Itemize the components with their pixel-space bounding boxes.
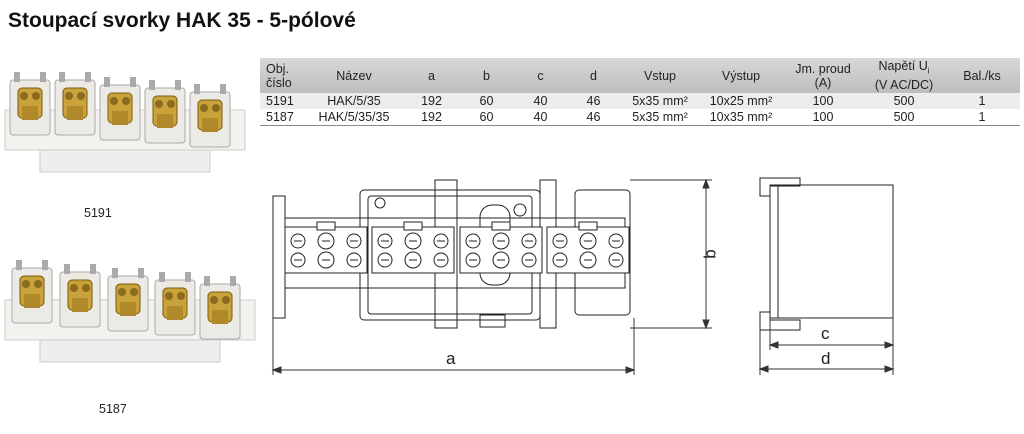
cell-b: 60	[459, 93, 514, 109]
cell-vstup: 5x35 mm²	[620, 93, 700, 109]
col-c: c	[514, 58, 567, 93]
dimension-b-label: b	[700, 249, 720, 259]
col-napeti: Napětí Ui (V AC/DC)	[864, 58, 944, 93]
product-label-5187: 5187	[99, 402, 127, 416]
cell-nazev: HAK/5/35/35	[304, 109, 404, 126]
cell-napeti: 500	[864, 93, 944, 109]
cell-d: 46	[567, 93, 620, 109]
col-b: b	[459, 58, 514, 93]
col-proud: Jm. proud(A)	[782, 58, 864, 93]
cell-vstup: 5x35 mm²	[620, 109, 700, 126]
side-view-drawing	[759, 177, 894, 331]
cell-proud: 100	[782, 93, 864, 109]
dimension-d-label: d	[821, 349, 831, 368]
product-label-5191: 5191	[84, 206, 112, 220]
cell-proud: 100	[782, 109, 864, 126]
cell-bal: 1	[944, 109, 1020, 126]
table-row: 5187 HAK/5/35/35 192 60 40 46 5x35 mm² 1…	[260, 109, 1020, 126]
table-header: Obj.číslo Název a b c d Vstup Výstup Jm.…	[260, 58, 1020, 93]
product-photo-5187	[4, 259, 256, 363]
header-text: Napětí U	[878, 58, 928, 73]
header-subscript: i	[927, 66, 930, 76]
cell-obj: 5191	[260, 93, 304, 109]
cell-d: 46	[567, 109, 620, 126]
product-photo-5191	[4, 71, 246, 173]
dimension-a-label: a	[446, 349, 456, 368]
cell-vystup: 10x25 mm²	[700, 93, 782, 109]
cell-napeti: 500	[864, 109, 944, 126]
header-text: Jm. proud	[795, 61, 851, 76]
cell-a: 192	[404, 93, 459, 109]
front-view-drawing	[272, 179, 631, 329]
table-row: 5191 HAK/5/35 192 60 40 46 5x35 mm² 10x2…	[260, 93, 1020, 109]
spec-table: Obj.číslo Název a b c d Vstup Výstup Jm.…	[260, 58, 1020, 126]
page-title: Stoupací svorky HAK 35 - 5-pólové	[8, 9, 356, 32]
cell-c: 40	[514, 109, 567, 126]
cell-vystup: 10x35 mm²	[700, 109, 782, 126]
cell-bal: 1	[944, 93, 1020, 109]
col-d: d	[567, 58, 620, 93]
col-vstup: Vstup	[620, 58, 700, 93]
cell-nazev: HAK/5/35	[304, 93, 404, 109]
cell-c: 40	[514, 93, 567, 109]
header-text: Obj.	[266, 61, 289, 76]
col-nazev: Název	[304, 58, 404, 93]
cell-a: 192	[404, 109, 459, 126]
header-text: (V AC/DC)	[874, 78, 934, 93]
header-text: číslo	[266, 75, 292, 90]
dimension-c-label: c	[821, 324, 830, 343]
cell-obj: 5187	[260, 109, 304, 126]
dimension-lines	[271, 178, 895, 375]
col-bal: Bal./ks	[944, 58, 1020, 93]
col-obj: Obj.číslo	[260, 58, 304, 93]
cell-b: 60	[459, 109, 514, 126]
col-vystup: Výstup	[700, 58, 782, 93]
col-a: a	[404, 58, 459, 93]
header-text: (A)	[814, 75, 832, 90]
